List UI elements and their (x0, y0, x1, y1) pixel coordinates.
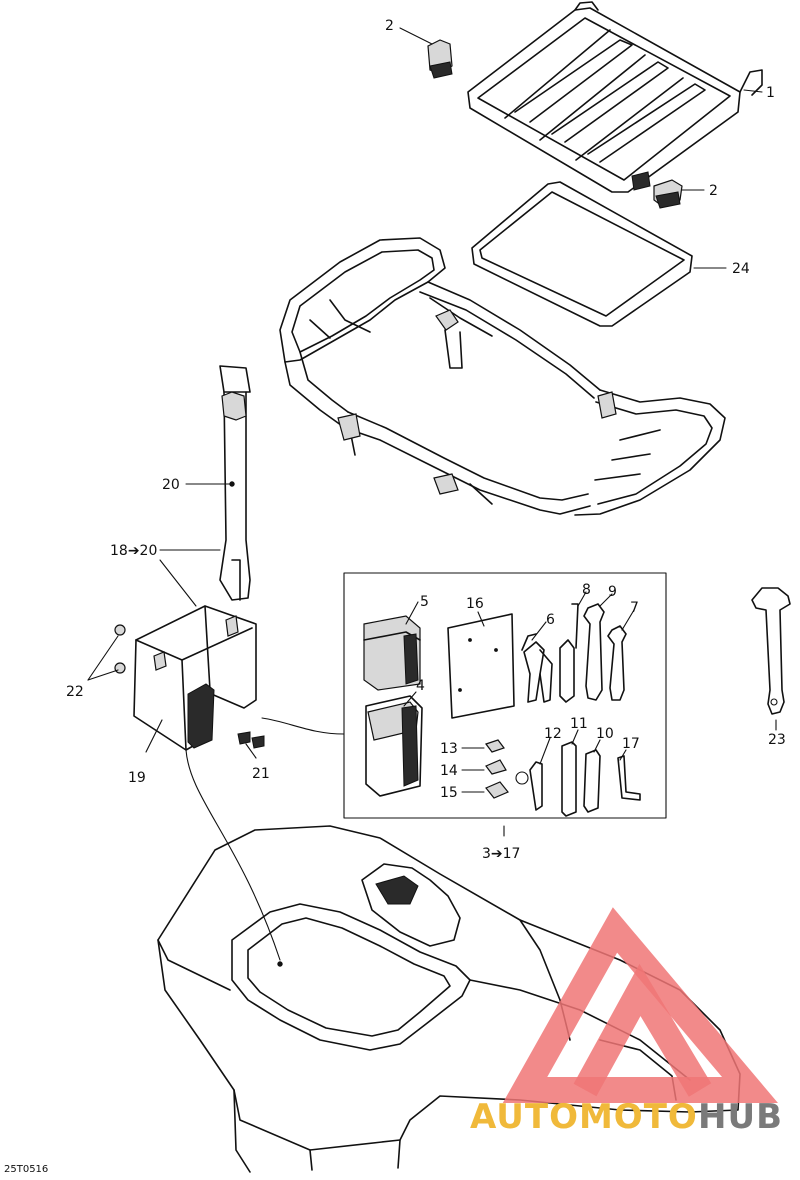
screwdriver (559, 603, 579, 703)
drawing-reference: 25T0516 (4, 1164, 48, 1175)
callout-3-17: 3➔17 (482, 846, 520, 862)
callout-2-upper: 2 (385, 18, 394, 34)
wrench-small (607, 625, 627, 701)
callout-22: 22 (66, 684, 84, 700)
watermark-text-automoto: AUTOMOTO (470, 1097, 698, 1137)
washer-screws (114, 624, 126, 674)
wrench-large (583, 603, 605, 701)
callout-7: 7 (630, 600, 639, 616)
callout-4: 4 (416, 678, 425, 694)
callout-2-lower: 2 (709, 183, 718, 199)
pliers (521, 633, 553, 703)
clip-lower (653, 179, 683, 209)
watermark-inner-triangle-icon (573, 963, 712, 1097)
callout-18-20: 18➔20 (110, 543, 157, 559)
callout-19: 19 (128, 770, 146, 786)
callout-6: 6 (546, 612, 555, 628)
callout-labels: 2 1 2 24 20 18➔20 22 19 21 5 4 16 6 8 9 … (66, 18, 786, 862)
clip-upper (427, 39, 453, 79)
callout-14: 14 (440, 763, 458, 779)
callout-8: 8 (582, 582, 591, 598)
strap (219, 365, 251, 601)
spanner-wrench (751, 587, 791, 715)
spark-plug-socket (561, 741, 577, 817)
watermark-text-hub: HUB (698, 1097, 783, 1137)
callout-5: 5 (420, 594, 429, 610)
tool-pouch-lid (363, 615, 421, 691)
tube-frame (279, 237, 726, 516)
storage-box (133, 605, 257, 751)
callout-13: 13 (440, 741, 458, 757)
tool-pouch (365, 695, 423, 797)
rack-seal (471, 181, 693, 327)
callout-20: 20 (162, 477, 180, 493)
pressure-gauge (515, 761, 543, 811)
callout-24: 24 (732, 261, 750, 277)
callout-10: 10 (596, 726, 614, 742)
socket-wrench (583, 749, 601, 813)
cargo-rack-cover (467, 1, 763, 193)
callout-9: 9 (608, 584, 617, 600)
callout-21: 21 (252, 766, 270, 782)
leader-lines (87, 27, 777, 967)
watermark-logo: AUTOMOTO HUB (470, 907, 783, 1137)
callout-15: 15 (440, 785, 458, 801)
hex-key (617, 755, 641, 801)
callout-16: 16 (466, 596, 484, 612)
callout-17: 17 (622, 736, 640, 752)
callout-1: 1 (766, 85, 775, 101)
callout-23: 23 (768, 732, 786, 748)
watermark-triangle-icon (502, 907, 778, 1103)
callout-11: 11 (570, 716, 588, 732)
push-rivets (237, 731, 265, 749)
fuse-set (485, 739, 509, 799)
tool-kit-frame (343, 572, 667, 819)
instruction-card (447, 613, 515, 719)
callout-12: 12 (544, 726, 562, 742)
